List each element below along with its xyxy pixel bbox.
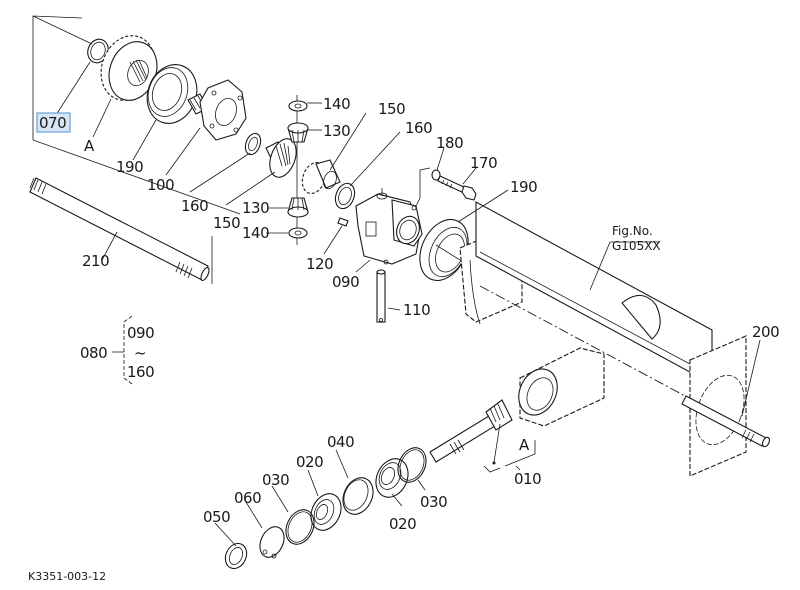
callout-100[interactable]: 100	[147, 176, 175, 194]
lock-washer-180[interactable]	[431, 169, 441, 181]
group-bracket-top	[32, 15, 241, 215]
bearing-020-upper[interactable]	[305, 489, 346, 535]
callout-180[interactable]: 180	[436, 134, 464, 152]
bolt-guide-line	[415, 167, 431, 207]
washer-140-bottom[interactable]	[288, 227, 308, 239]
callout-160-left[interactable]: 160	[181, 197, 209, 215]
callout-080-range-sep: ~	[134, 344, 146, 362]
oil-seal-050[interactable]	[221, 540, 250, 572]
bevel-gear-150-left[interactable]	[265, 135, 301, 181]
bearing-190-left[interactable]	[139, 58, 205, 131]
side-gear-150-right[interactable]	[298, 159, 341, 197]
gear-a[interactable]	[92, 28, 165, 108]
callout-080-range-from: 090	[127, 324, 154, 342]
callout-030-left[interactable]: 030	[262, 471, 290, 489]
snap-ring-030-left[interactable]	[281, 505, 320, 549]
callout-010[interactable]: 010	[514, 470, 542, 488]
callout-130-top[interactable]: 130	[323, 122, 351, 140]
callout-040[interactable]: 040	[327, 433, 355, 451]
output-shaft-200[interactable]	[681, 395, 771, 448]
axle-housing[interactable]	[459, 201, 753, 477]
callout-190-left[interactable]: 190	[116, 158, 144, 176]
callout-120[interactable]: 120	[306, 255, 334, 273]
leader-lines	[55, 61, 761, 547]
pinion-130-bottom[interactable]	[287, 197, 309, 218]
callout-170[interactable]: 170	[470, 154, 498, 172]
washer-160-right[interactable]	[332, 181, 358, 212]
callout-090[interactable]: 090	[332, 273, 360, 291]
callout-210[interactable]: 210	[82, 252, 110, 270]
shaft-110[interactable]	[376, 269, 386, 323]
bracket-080	[112, 315, 133, 385]
callout-070[interactable]: 070	[39, 114, 67, 132]
callout-030-right[interactable]: 030	[420, 493, 448, 511]
pinion-130-top[interactable]	[287, 122, 309, 143]
callout-130-bottom[interactable]: 130	[242, 199, 270, 217]
callout-a-top[interactable]: A	[84, 137, 96, 155]
bracket-010	[483, 440, 536, 473]
callout-060[interactable]: 060	[234, 489, 262, 507]
callout-020-upper[interactable]: 020	[296, 453, 324, 471]
spacer-040[interactable]	[337, 473, 378, 519]
pin-120[interactable]	[337, 217, 349, 227]
image-code: K3351-003-12	[28, 570, 106, 583]
pinion-shaft-010[interactable]	[429, 399, 513, 465]
callout-080-range-to: 160	[127, 363, 154, 381]
snap-ring-060[interactable]	[255, 523, 288, 561]
callout-150-left[interactable]: 150	[213, 214, 241, 232]
callout-020-lower[interactable]: 020	[389, 515, 417, 533]
snap-ring-030-right[interactable]	[393, 443, 432, 487]
washer-160-left[interactable]	[243, 131, 264, 156]
pinion-sleeve[interactable]	[512, 347, 605, 427]
callout-140-bottom[interactable]: 140	[242, 224, 270, 242]
callout-a-bottom[interactable]: A	[519, 436, 531, 454]
bearing-020-lower[interactable]	[370, 454, 414, 503]
flange-hub-100[interactable]	[187, 79, 247, 141]
callout-200[interactable]: 200	[752, 323, 780, 341]
figure-ref-line2: G105XX	[612, 239, 661, 253]
callout-160-top[interactable]: 160	[405, 119, 433, 137]
washer-140-top[interactable]	[288, 100, 308, 112]
callout-140-top[interactable]: 140	[323, 95, 351, 113]
selected-part-highlight	[36, 112, 71, 133]
figure-ref-line1: Fig.No.	[612, 224, 653, 238]
callout-150-top[interactable]: 150	[378, 100, 406, 118]
long-shaft-210[interactable]	[29, 177, 213, 284]
callout-190-right[interactable]: 190	[510, 178, 538, 196]
diff-case-090[interactable]	[355, 188, 423, 265]
callout-080[interactable]: 080	[80, 344, 108, 362]
callout-050[interactable]: 050	[203, 508, 231, 526]
callout-110[interactable]: 110	[403, 301, 431, 319]
bolt-170[interactable]	[437, 175, 477, 201]
